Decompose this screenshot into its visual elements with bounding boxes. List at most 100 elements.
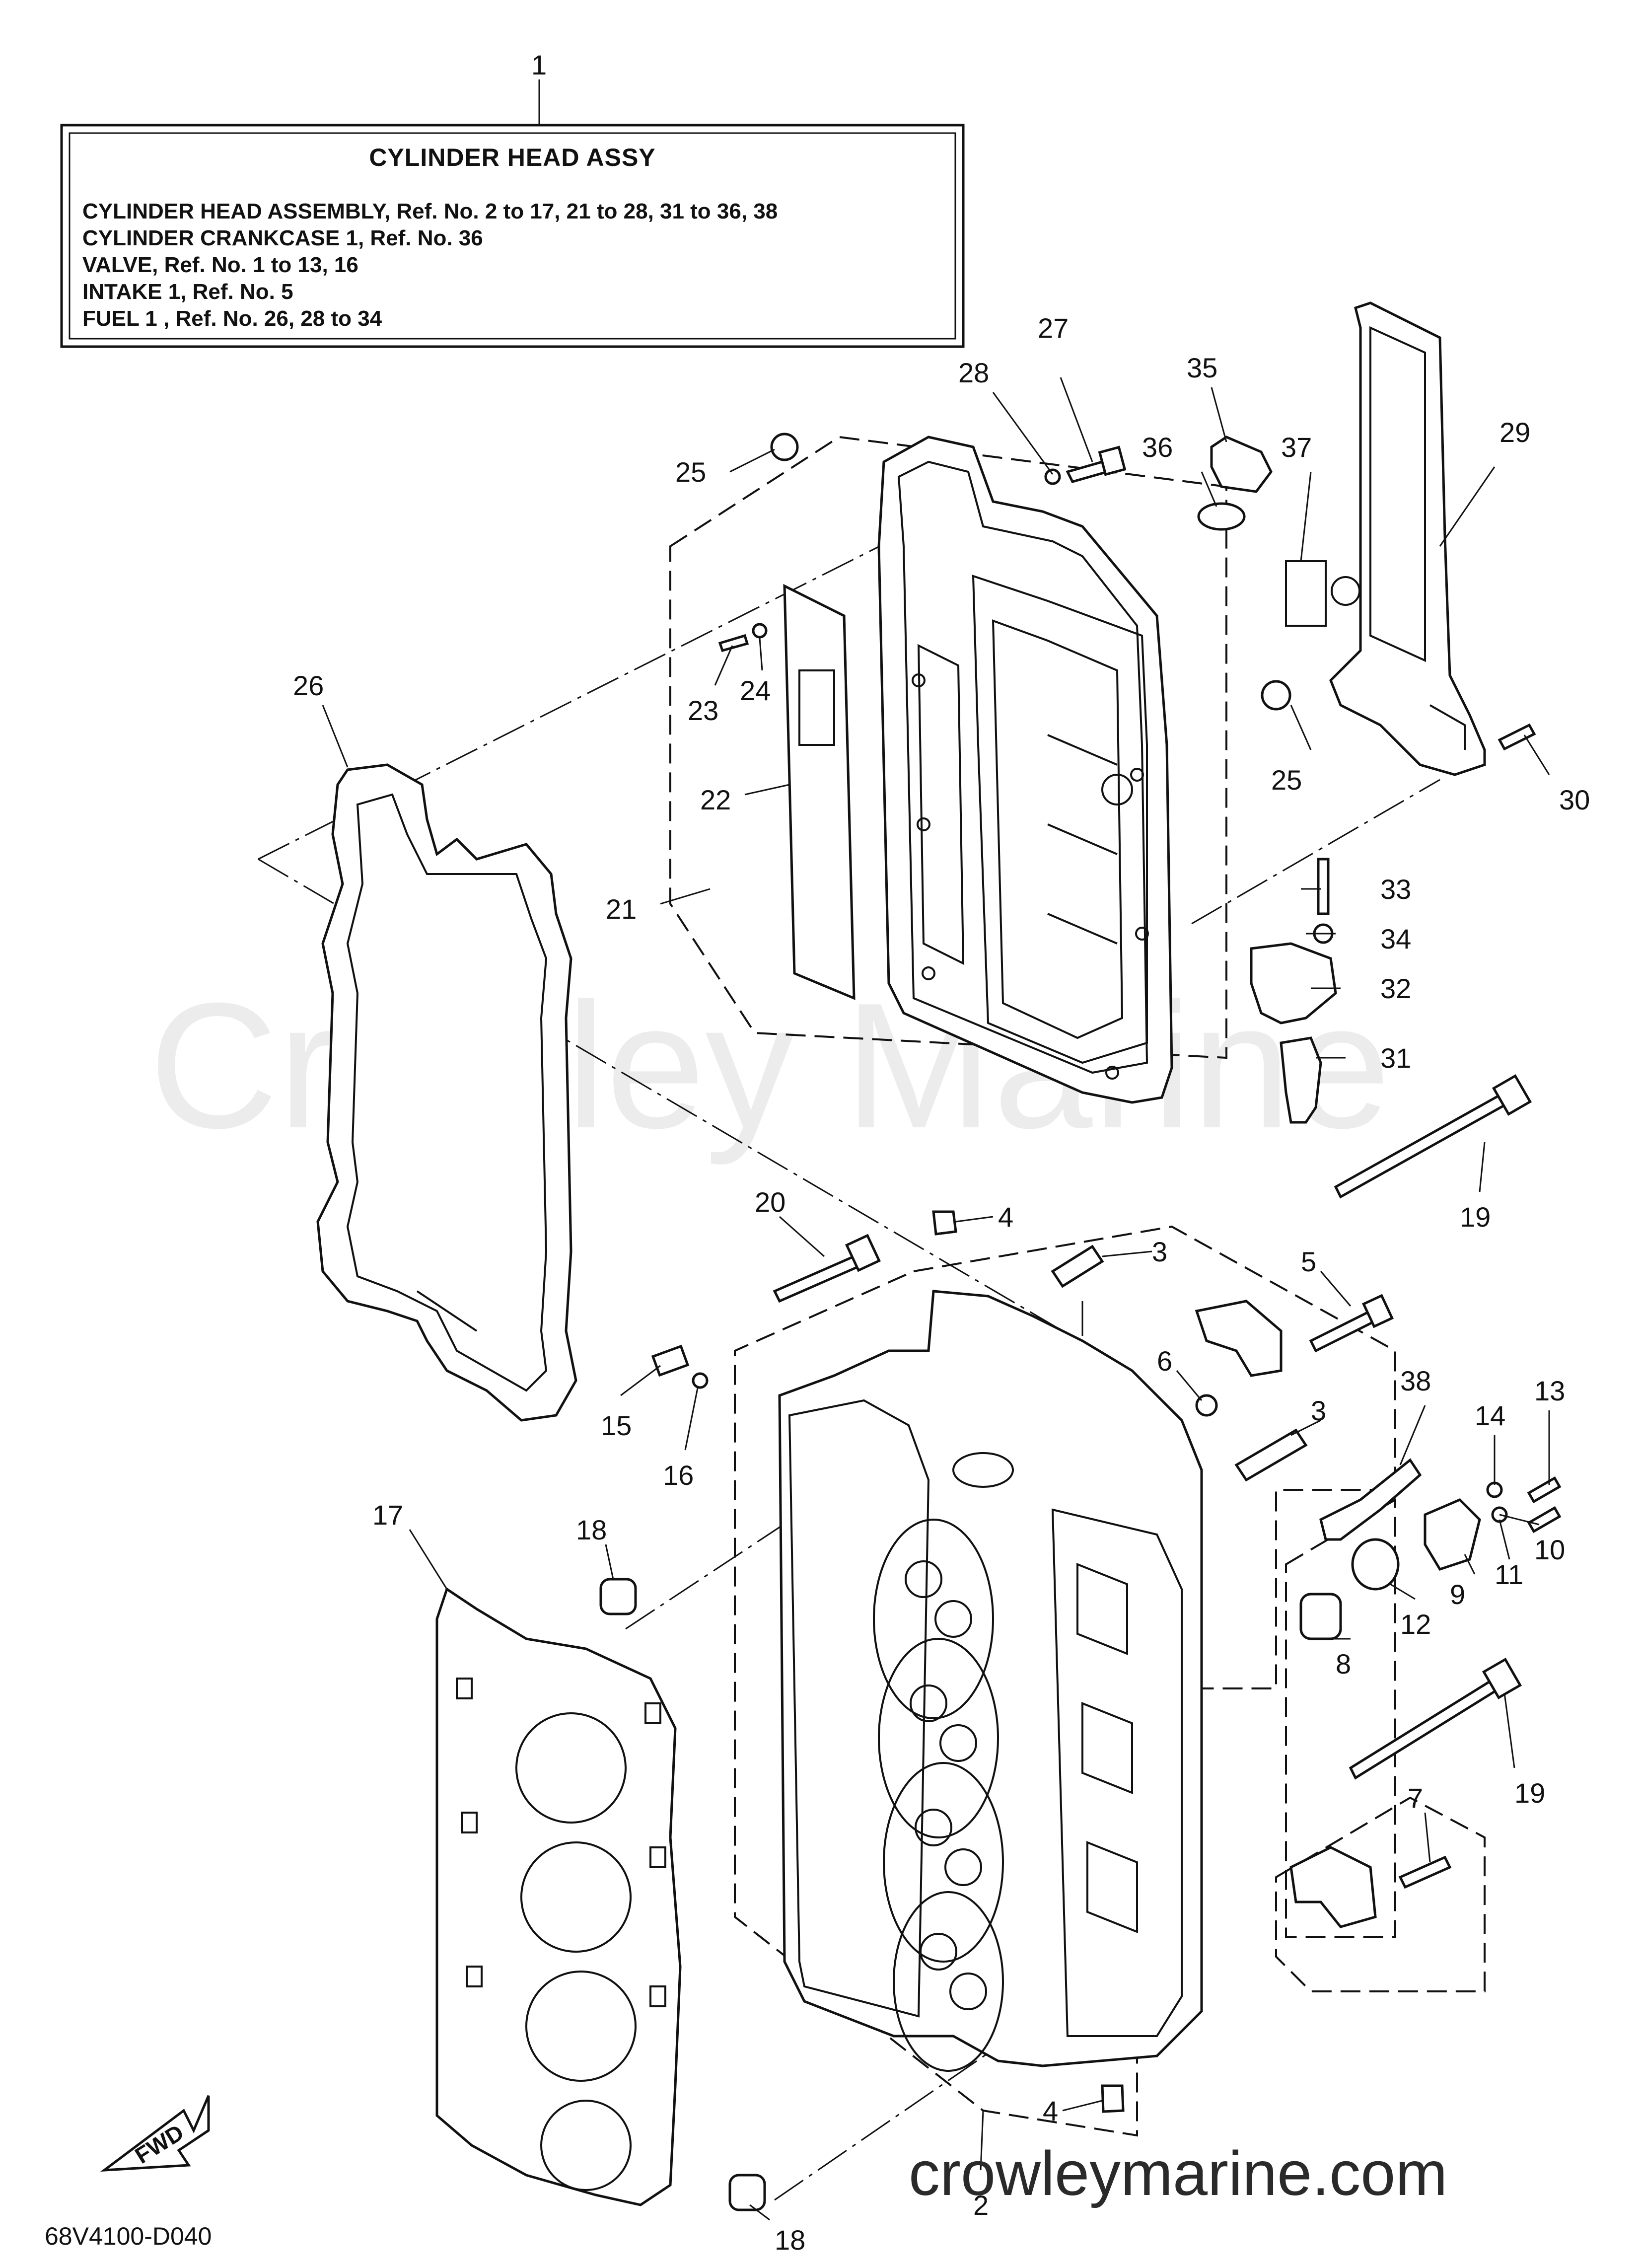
cylinder-head-gasket xyxy=(435,1587,682,2206)
oil-filler-cap xyxy=(1210,436,1273,493)
bolt-head xyxy=(1361,1294,1394,1328)
legend-line: VALVE, Ref. No. 1 to 13, 16 xyxy=(82,253,358,277)
legend-line: CYLINDER CRANKCASE 1, Ref. No. 36 xyxy=(82,226,483,250)
diagram-code: 68V4100-D040 xyxy=(45,2222,212,2250)
bolt xyxy=(1398,1855,1452,1889)
plug xyxy=(1101,2084,1125,2113)
thermostat-cover xyxy=(1424,1498,1481,1571)
bolt-head xyxy=(1492,1074,1532,1116)
plug xyxy=(932,1210,957,1236)
fwd-arrow-icon: FWD xyxy=(100,2095,210,2172)
callout-38: 38 xyxy=(1400,1365,1431,1396)
callout-36: 36 xyxy=(1142,432,1173,463)
thermostat-ring xyxy=(1351,1538,1400,1591)
callout-9: 9 xyxy=(1450,1579,1465,1610)
bolt xyxy=(1527,1476,1562,1504)
site-url: crowleymarine.com xyxy=(909,2138,1447,2208)
bearing-cap xyxy=(1195,1300,1283,1377)
callout-35: 35 xyxy=(1187,352,1217,383)
bearing-cap xyxy=(1289,1846,1377,1928)
sensor-housing xyxy=(1250,942,1337,1024)
callout-18: 18 xyxy=(576,1514,607,1545)
callout-26: 26 xyxy=(293,670,324,701)
callout-5: 5 xyxy=(1301,1246,1316,1277)
dowel-pin xyxy=(1051,1244,1104,1288)
grommet xyxy=(1261,680,1291,711)
cover-plate xyxy=(783,584,856,1000)
grommet xyxy=(770,433,799,461)
callout-25: 25 xyxy=(675,456,706,488)
label-sticker xyxy=(1285,560,1327,627)
callout-3: 3 xyxy=(1311,1395,1326,1426)
washer xyxy=(692,1372,709,1389)
callout-6: 6 xyxy=(1157,1345,1172,1377)
legend-title: CYLINDER HEAD ASSY xyxy=(369,144,655,171)
callout-17: 17 xyxy=(372,1499,403,1531)
legend-box: CYLINDER HEAD ASSY CYLINDER HEAD ASSEMBL… xyxy=(60,79,965,348)
callout-14: 14 xyxy=(1475,1400,1505,1431)
callout-3: 3 xyxy=(1152,1236,1167,1267)
callout-31: 31 xyxy=(1380,1042,1411,1074)
cylinder-head-cover xyxy=(877,436,1173,1104)
bracket-group-outline xyxy=(1275,1796,1486,1992)
callout-30: 30 xyxy=(1559,784,1590,815)
bolt xyxy=(651,1344,690,1377)
callout-18: 18 xyxy=(775,2224,805,2256)
head-cover-group-outline xyxy=(669,436,1227,1059)
dowel-sleeve xyxy=(599,1578,637,1615)
callout-10: 10 xyxy=(1534,1534,1565,1565)
bolt xyxy=(1527,1506,1562,1534)
fuel-cover-bracket xyxy=(1329,301,1486,776)
callout-7: 7 xyxy=(1408,1782,1423,1814)
callout-19: 19 xyxy=(1514,1777,1545,1809)
callout-23: 23 xyxy=(688,695,718,726)
callout-33: 33 xyxy=(1380,874,1411,905)
fuel-injector xyxy=(1280,1036,1322,1124)
leader-lines xyxy=(322,377,1550,2221)
thermostat-spacer xyxy=(1299,1593,1342,1640)
callout-4: 4 xyxy=(1043,2095,1058,2126)
bolt xyxy=(1498,723,1536,751)
callout-13: 13 xyxy=(1534,1375,1565,1406)
thermostat-group-outline xyxy=(1285,1498,1396,1938)
dowel-pin xyxy=(1234,1428,1308,1482)
callout-28: 28 xyxy=(958,357,989,388)
callout-20: 20 xyxy=(755,1186,785,1218)
legend-line: CYLINDER HEAD ASSEMBLY, Ref. No. 2 to 17… xyxy=(82,199,778,223)
legend-line: FUEL 1 , Ref. No. 26, 28 to 34 xyxy=(82,306,382,331)
callout-12: 12 xyxy=(1400,1609,1431,1640)
dowel-sleeve xyxy=(728,2174,766,2211)
callout-21: 21 xyxy=(606,893,637,925)
washer xyxy=(1044,468,1061,485)
callout-32: 32 xyxy=(1380,973,1411,1004)
callout-1: 1 xyxy=(531,49,547,80)
callout-27: 27 xyxy=(1038,312,1069,344)
callout-2: 2 xyxy=(973,2190,989,2221)
bolt-head xyxy=(1482,1658,1522,1699)
long-bolt xyxy=(1349,1677,1501,1780)
bolt-head xyxy=(1098,445,1127,476)
callout-labels: 1 2 3 3 4 4 5 6 7 8 9 10 11 12 13 14 15 … xyxy=(293,49,1590,2256)
callout-19: 19 xyxy=(1460,1201,1491,1233)
callout-11: 11 xyxy=(1495,1559,1523,1590)
callout-16: 16 xyxy=(663,1460,694,1491)
legend-line: INTAKE 1, Ref. No. 5 xyxy=(82,280,293,304)
callout-8: 8 xyxy=(1336,1648,1351,1680)
bolt xyxy=(1317,858,1330,915)
bolt xyxy=(773,1254,861,1303)
callout-37: 37 xyxy=(1281,432,1312,463)
bolt xyxy=(718,634,749,653)
callout-34: 34 xyxy=(1380,923,1411,954)
bolt xyxy=(1309,1309,1377,1353)
washer xyxy=(1486,1481,1503,1498)
spark-plug xyxy=(1319,1458,1422,1541)
rocker-cover-gasket xyxy=(316,763,577,1422)
cylinder-head xyxy=(778,1290,1203,2072)
callout-29: 29 xyxy=(1499,417,1530,448)
callout-22: 22 xyxy=(700,784,731,815)
callout-24: 24 xyxy=(740,675,771,706)
washer xyxy=(752,623,768,639)
bolt xyxy=(1066,460,1109,483)
o-ring xyxy=(1197,502,1246,531)
